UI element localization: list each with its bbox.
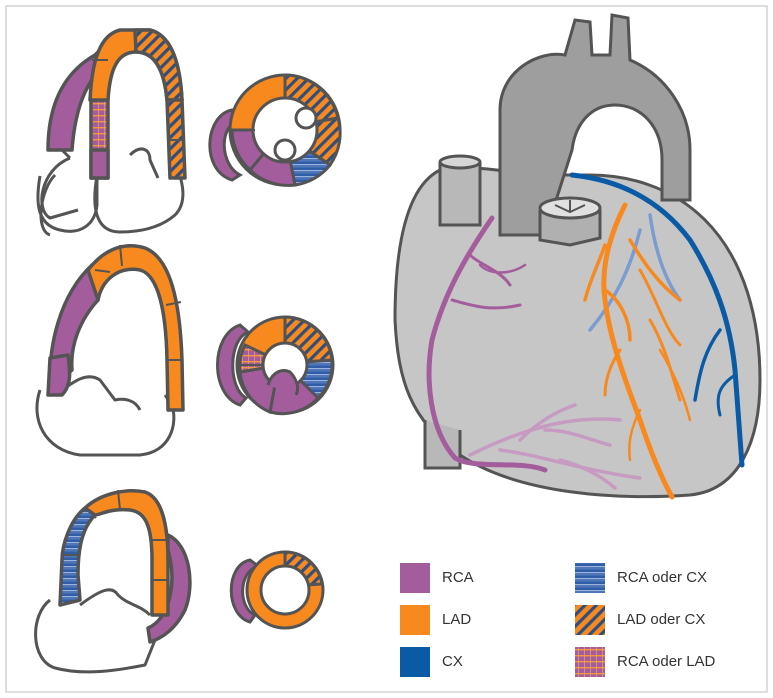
legend-swatch-lad-or-cx [575, 605, 605, 635]
legend-label-lad-or-cx: LAD oder CX [617, 611, 705, 628]
legend-swatch-rca-or-cx [575, 563, 605, 593]
legend-label-rca-or-lad: RCA oder LAD [617, 653, 715, 670]
long-axis-view-bottom [36, 490, 190, 672]
legend-label-lad: LAD [442, 611, 471, 628]
legend-swatch-rca [400, 563, 430, 593]
legend-label-rca-or-cx: RCA oder CX [617, 569, 707, 586]
short-axis-view-middle [218, 317, 334, 414]
long-axis-view-top [38, 30, 185, 235]
legend-swatch-cx [400, 647, 430, 677]
heart-illustration [395, 15, 760, 497]
legend [400, 563, 605, 677]
legend-swatch-rca-or-lad [575, 647, 605, 677]
short-axis-view-bottom [231, 552, 323, 628]
legend-label-rca: RCA [442, 569, 474, 586]
legend-swatch-lad [400, 605, 430, 635]
long-axis-view-middle [37, 245, 183, 455]
short-axis-view-top [210, 75, 340, 185]
legend-label-cx: CX [442, 653, 463, 670]
